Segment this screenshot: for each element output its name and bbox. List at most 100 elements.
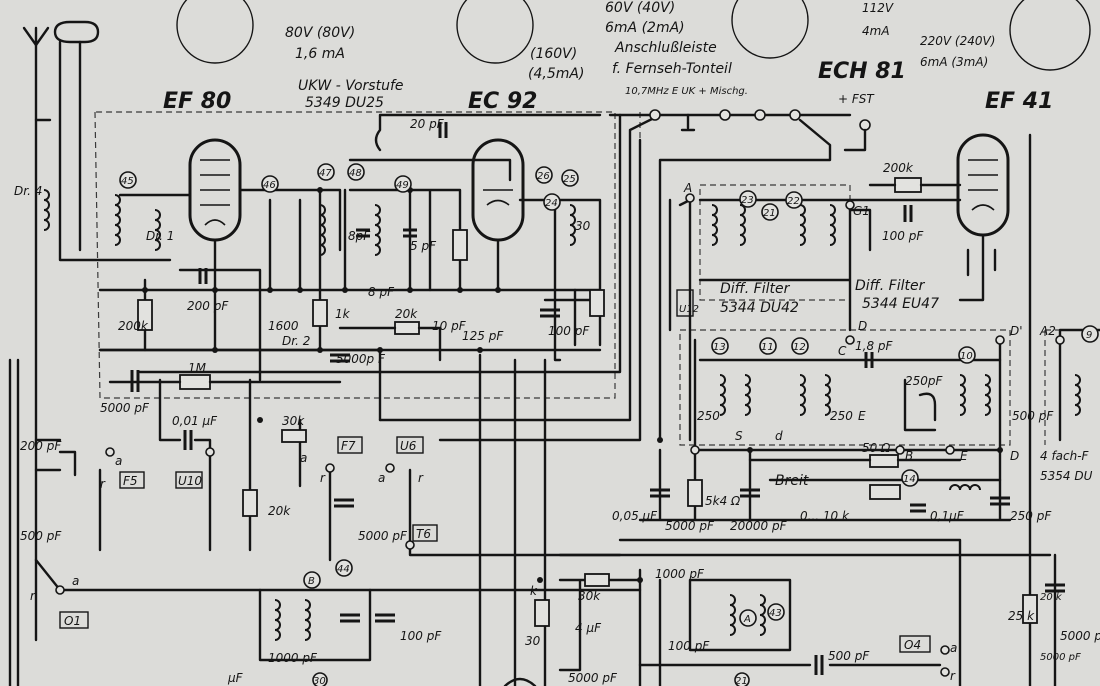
ef80-voltage: 80V (80V) xyxy=(285,25,355,41)
cap-1600-label: 1600 xyxy=(268,319,299,333)
pot-range-label: 0... 10 k xyxy=(800,509,850,523)
ef41-voltage: 220V (240V) xyxy=(920,34,995,48)
k-label: k xyxy=(530,584,538,598)
cap-100pf-b-label: 100 pF xyxy=(882,229,924,243)
ref-12: 12 xyxy=(793,342,806,353)
tube-label-ef41: EF 41 xyxy=(985,89,1053,114)
cap-5000pf-f-label: 5000 pF xyxy=(1040,652,1081,663)
ec92-current: (4,5mA) xyxy=(528,66,584,82)
terminal-g1: G1 xyxy=(853,204,870,218)
terminal-r-o4: r xyxy=(950,669,956,683)
switch-f5-label: F5 xyxy=(123,474,138,488)
cap-20000pf-label: 20000 pF xyxy=(730,519,788,533)
cap-100pf-c-label: 100 pF xyxy=(668,639,710,653)
ref-22: 22 xyxy=(787,196,800,207)
anschluss-subtitle: f. Fernseh-Tonteil xyxy=(612,61,732,77)
ref-25: 25 xyxy=(563,174,576,185)
terminal-d: D xyxy=(1010,449,1019,463)
switch-f7-label: F7 xyxy=(341,439,356,453)
ref-10: 10 xyxy=(960,351,973,362)
resistor-200k-ef41-label: 200k xyxy=(883,161,914,175)
terminal-r-f5: r xyxy=(100,477,106,491)
ref-21: 21 xyxy=(763,208,776,219)
cap-1000pf-b-label: 1000 pF xyxy=(268,651,318,665)
ref-26: 26 xyxy=(537,171,550,182)
terminal-d-filter: D xyxy=(858,319,867,333)
ref-b: B xyxy=(308,576,315,587)
cap-10pf-label: 10 pF xyxy=(432,319,467,333)
ref-46: 46 xyxy=(263,180,276,191)
cap-200pf-label: 200 pF xyxy=(187,299,229,313)
ref-a: A xyxy=(743,614,751,625)
diff-filter-2-number: 5344 EU47 xyxy=(862,296,939,312)
cap-5000pf-e-label: 5000 pF xyxy=(568,671,618,685)
terminal-r-u6: r xyxy=(418,471,424,485)
choke-dr4-label: Dr. 4 xyxy=(14,184,42,198)
terminal-a: A xyxy=(683,181,692,195)
cap-250pf-c-label: 250pF xyxy=(905,374,944,388)
ref-14: 14 xyxy=(903,474,916,485)
terminal-r-o1: r xyxy=(30,589,36,603)
terminal-rings xyxy=(55,193,1065,677)
ef41-current: 6mA (3mA) xyxy=(920,55,988,69)
resistor-25k-label: 25 k xyxy=(1008,609,1035,623)
switch-t6-label: T6 xyxy=(416,527,431,541)
switch-labels: F5 U10 F7 U6 T6 O1 O4 U12 xyxy=(59,289,931,653)
diff-filter-1-number: 5344 DU42 xyxy=(720,300,799,316)
resistor-30k-b-label: 30k xyxy=(578,589,601,603)
cap-125pf-label: 125 pF xyxy=(462,329,504,343)
ref-13: 13 xyxy=(713,342,726,353)
ref-47: 47 xyxy=(319,168,332,179)
resistor-1k-label: 1k xyxy=(335,307,351,321)
cap-18pf-label: 1,8 pF xyxy=(855,339,894,353)
cap-5000pf-v-label: 5000 pF xyxy=(358,529,408,543)
terminal-a2: A2 xyxy=(1039,324,1056,338)
terminal-c: C xyxy=(838,344,847,358)
tube-label-ef80: EF 80 xyxy=(163,89,231,114)
cap-005uf-label: 0,05 µF xyxy=(612,509,658,523)
cap-01uf-label: 0,1µF xyxy=(930,509,965,523)
ec92-voltage: (160V) xyxy=(530,46,577,62)
socket-diagrams xyxy=(176,0,1091,71)
cap-200pf-side-label: 200 pF xyxy=(20,439,62,453)
switch-u6-label: U6 xyxy=(400,439,417,453)
ref-43: 43 xyxy=(769,608,782,619)
resistor-50ohm-label: 50 Ω xyxy=(862,441,891,455)
ech81-voltage: 112V xyxy=(862,1,894,15)
connector-strip xyxy=(608,109,871,442)
diff-filter-2-title: Diff. Filter xyxy=(855,278,926,294)
resistor-20k-label: 20k xyxy=(395,307,418,321)
terminal-a-o1: a xyxy=(72,574,79,588)
ref-30: 30 xyxy=(313,676,326,686)
reference-circles: 45 46 47 48 49 26 25 24 23 21 22 13 11 1… xyxy=(119,163,1099,686)
resistor-20k-b-label: 20k xyxy=(268,504,291,518)
junction-dots xyxy=(142,187,1003,583)
terminal-e-2: E xyxy=(960,449,968,463)
cap-8pf-label: 8pF xyxy=(348,229,371,243)
cap-8pf-b-label: 8 pF xyxy=(368,285,395,299)
ref-49: 49 xyxy=(396,180,409,191)
ech81-current: 4mA xyxy=(862,24,890,38)
cap-uf-bottom-label: µF xyxy=(227,671,244,685)
terminal-a-f7: a xyxy=(300,451,307,465)
ref-21-bottom: 21 xyxy=(735,676,748,686)
cap-001uf-label: 0,01 µF xyxy=(172,414,218,428)
cap-5000pf-d-label: 5000 pF xyxy=(1060,629,1100,643)
cap-500pf-r-label: 500 pF xyxy=(1012,409,1054,423)
cap-30-label: 30 xyxy=(575,219,591,233)
choke-dr1-label: Dr. 1 xyxy=(146,229,174,243)
resistor-1m-label: 1M xyxy=(188,361,207,375)
terminal-e: E xyxy=(858,409,866,423)
cap-4uf-label: 4 µF xyxy=(575,621,602,635)
cap-100pf-a-label: 100 pF xyxy=(548,324,590,338)
four-fold-filter-number: 5354 DU xyxy=(1040,469,1093,483)
cap-500pf-label: 500 pF xyxy=(20,529,62,543)
cap-500pf-b-label: 500 pF xyxy=(828,649,870,663)
terminal-labels: A G1 D' C D E S d B E A2 D a r a r a r a… xyxy=(30,181,1056,683)
cap-5pf-label: 5 pF xyxy=(410,239,437,253)
anschluss-title: Anschlußleiste xyxy=(614,40,717,56)
four-fold-filter-title: 4 fach-F xyxy=(1040,449,1090,463)
terminal-a-f5: a xyxy=(115,454,122,468)
cap-5000pf-c-label: 5000 pF xyxy=(665,519,715,533)
